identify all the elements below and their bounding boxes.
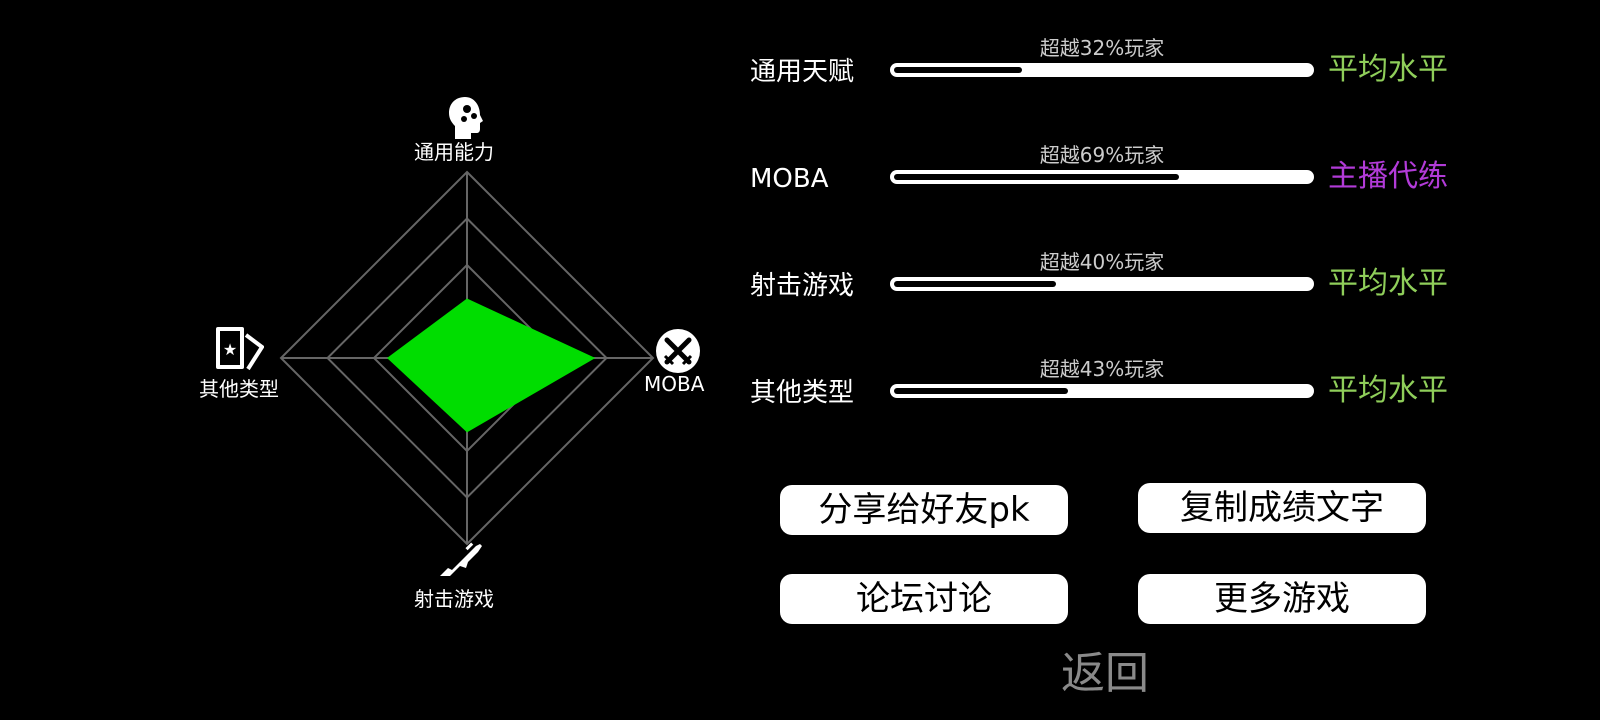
head-gears-icon	[449, 97, 483, 139]
back-button[interactable]: 返回	[1061, 648, 1149, 699]
radar-data-area	[387, 298, 596, 433]
stat-row-moba: MOBA 超越69%玩家 主播代练	[750, 143, 1470, 203]
stat-row-general: 通用天赋 超越32%玩家 平均水平	[750, 36, 1470, 96]
stat-caption: 超越43%玩家	[1039, 357, 1165, 381]
progress-fill	[894, 174, 1179, 180]
progress-fill	[894, 388, 1069, 394]
stat-name: 射击游戏	[750, 271, 855, 301]
radar-chart	[279, 170, 655, 546]
progress-bar	[890, 277, 1314, 291]
svg-text:★: ★	[223, 340, 237, 359]
radar-label-general: 通用能力	[414, 140, 494, 164]
radar-label-other: 其他类型	[199, 377, 279, 401]
rifle-icon	[440, 542, 482, 576]
stat-name: MOBA	[750, 164, 829, 194]
forum-button[interactable]: 论坛讨论	[780, 574, 1068, 624]
stat-caption: 超越32%玩家	[1039, 36, 1165, 60]
radar-label-moba: MOBA	[644, 372, 705, 396]
progress-fill	[894, 67, 1022, 73]
stat-caption: 超越40%玩家	[1039, 250, 1165, 274]
stat-row-other: 其他类型 超越43%玩家 平均水平	[750, 357, 1470, 417]
crossed-swords-icon	[656, 329, 700, 373]
cards-icon: ★	[216, 327, 264, 371]
progress-bar	[890, 63, 1314, 77]
stat-name: 其他类型	[750, 378, 855, 408]
stat-level: 平均水平	[1328, 52, 1448, 87]
share-button[interactable]: 分享给好友pk	[780, 485, 1068, 535]
progress-bar	[890, 384, 1314, 398]
progress-fill	[894, 281, 1056, 287]
stat-row-shooter: 射击游戏 超越40%玩家 平均水平	[750, 250, 1470, 310]
stat-level: 平均水平	[1328, 373, 1448, 408]
more-games-button[interactable]: 更多游戏	[1138, 574, 1426, 624]
stat-caption: 超越69%玩家	[1039, 143, 1165, 167]
progress-bar	[890, 170, 1314, 184]
stat-level: 平均水平	[1328, 266, 1448, 301]
stat-name: 通用天赋	[750, 57, 855, 87]
radar-label-shooter: 射击游戏	[414, 587, 494, 611]
copy-results-button[interactable]: 复制成绩文字	[1138, 483, 1426, 533]
stat-level: 主播代练	[1328, 159, 1448, 194]
